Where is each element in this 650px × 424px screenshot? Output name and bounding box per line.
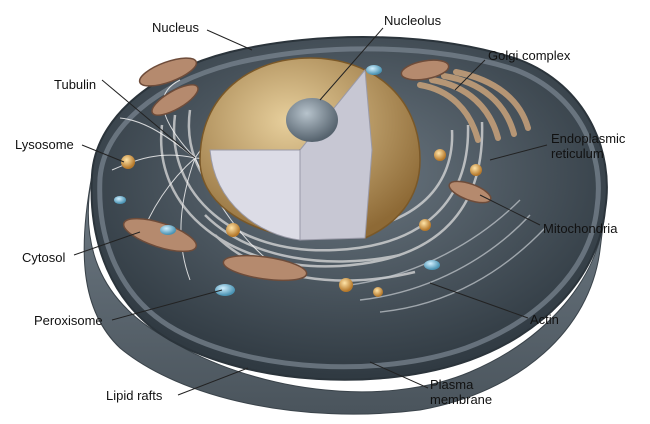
label-actin: Actin (530, 312, 559, 327)
label-er-line1: Endoplasmic (551, 131, 626, 146)
label-mitochondria: Mitochondria (543, 221, 618, 236)
membrane-rim (97, 46, 601, 370)
label-lipid-rafts: Lipid rafts (106, 388, 163, 403)
label-peroxisome: Peroxisome (34, 313, 103, 328)
label-tubulin: Tubulin (54, 77, 97, 92)
label-plasma-line2: membrane (430, 392, 493, 407)
mitochondria-group (122, 57, 492, 282)
label-cytosol: Cytosol (22, 250, 66, 265)
nucleus (199, 57, 421, 241)
label-nucleolus: Nucleolus (384, 13, 442, 28)
nucleolus (286, 98, 338, 142)
golgi-complex (417, 69, 531, 143)
label-nucleus: Nucleus (152, 20, 199, 35)
lysosomes (121, 149, 482, 297)
nucleus-cut-face-2 (299, 68, 373, 241)
label-golgi-complex: Golgi complex (488, 48, 571, 63)
label-er-line2: reticulum (551, 146, 604, 161)
leader-lines (73, 27, 548, 396)
label-lysosome: Lysosome (15, 137, 74, 152)
label-plasma-line1: Plasma (430, 377, 474, 392)
peroxisomes (114, 65, 440, 296)
actin-filaments (349, 199, 546, 313)
